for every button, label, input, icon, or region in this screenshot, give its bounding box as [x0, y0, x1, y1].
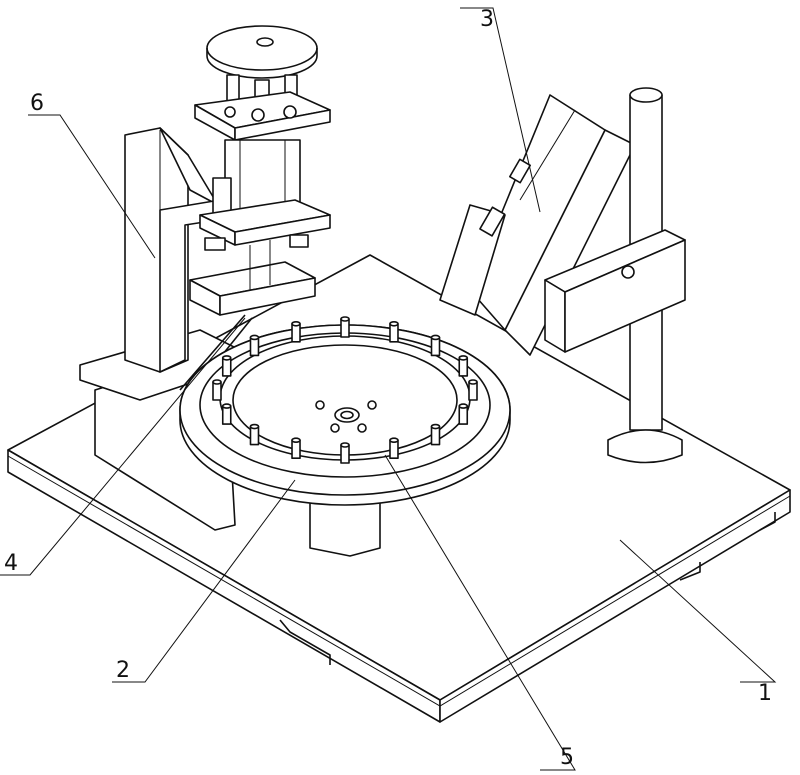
pin-top — [389, 437, 399, 444]
label-turntable: 2 — [116, 658, 130, 683]
turntable-support — [309, 499, 381, 557]
label-pin: 5 — [560, 745, 574, 770]
pin-top — [249, 334, 260, 341]
slide-module — [439, 94, 636, 356]
turntable — [179, 324, 511, 506]
pin-top — [340, 442, 350, 448]
pin-top — [249, 423, 260, 430]
pin-top — [389, 320, 399, 327]
label-frame: 6 — [30, 91, 44, 116]
pin-top — [221, 355, 232, 361]
pin-top — [458, 403, 469, 409]
label-base-plate: 1 — [758, 681, 772, 706]
pins — [212, 316, 478, 464]
press-cylinder — [189, 25, 331, 316]
pin-top — [291, 437, 301, 444]
label-slide-module: 3 — [480, 7, 494, 32]
pin-top — [468, 379, 478, 385]
pin-top — [430, 423, 441, 430]
pin-top — [212, 379, 222, 385]
pin-top — [221, 403, 232, 409]
pin-top — [458, 355, 469, 361]
frame — [124, 127, 251, 373]
support-column — [544, 87, 686, 464]
pin-top — [340, 316, 350, 322]
label-guide: 4 — [4, 551, 18, 576]
pin-top — [430, 334, 441, 341]
pin-top — [291, 320, 301, 327]
leader-lines — [0, 7, 777, 771]
